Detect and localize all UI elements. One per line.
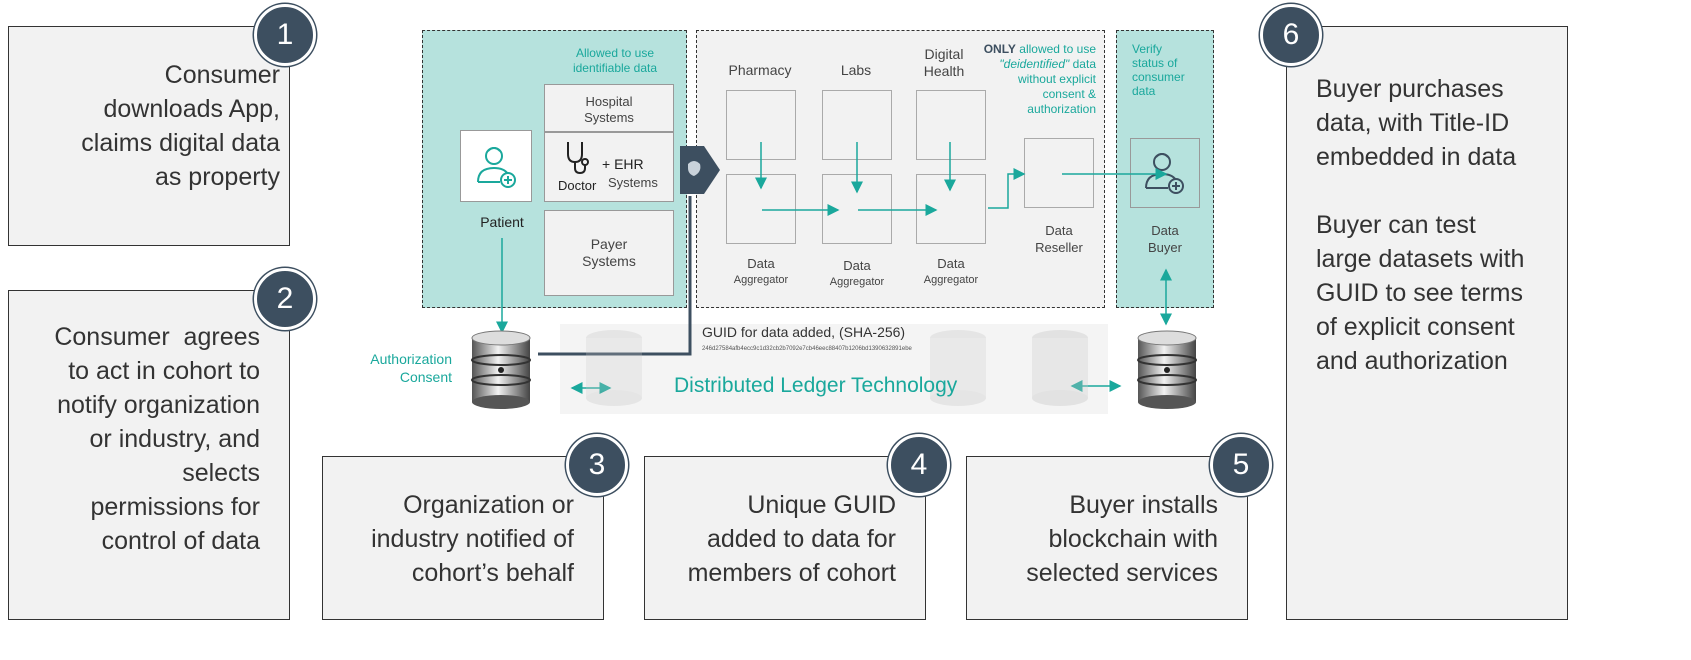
- stethoscope-icon: [567, 142, 589, 175]
- guid-title: GUID for data added, (SHA-256): [702, 324, 906, 340]
- hospital-systems-label: Hospital Systems: [584, 94, 634, 125]
- flow-chevron-icon: [680, 146, 720, 194]
- step-6-badge: 6: [1260, 4, 1322, 66]
- data-buyer-label: Data Buyer: [1148, 223, 1182, 255]
- step-4-badge: 4: [888, 434, 950, 496]
- ehr-systems-label: Systems: [608, 175, 658, 190]
- database-consumer-icon: [471, 330, 531, 409]
- aggregator-label-3: Data Aggregator: [923, 256, 979, 286]
- step-2-text: Consumer agrees to act in cohort to noti…: [54, 323, 260, 555]
- ledger-node-faint-1-icon: [586, 330, 642, 406]
- doctor-label: Doctor: [558, 178, 597, 193]
- step-5-text: Buyer installs blockchain with selected …: [1026, 491, 1218, 587]
- ledger-band: [560, 324, 1108, 414]
- ledger-node-faint-3-icon: [1032, 330, 1088, 406]
- step-4-text: Unique GUID added to data for members of…: [687, 491, 896, 587]
- step-2-box: [8, 290, 290, 620]
- aggregator-label-2: Data Aggregator: [829, 258, 885, 288]
- step-3-box: [322, 456, 604, 620]
- payer-systems-label: Payer Systems: [582, 236, 636, 269]
- ehr-plus-label: + EHR: [602, 156, 644, 172]
- buyer-icon: [1145, 153, 1184, 194]
- verify-label: Verify status of consumer data: [1132, 42, 1185, 98]
- digital-health-box: [916, 90, 986, 160]
- deidentified-zone: [696, 30, 1105, 308]
- step-6-text: Buyer purchases data, with Title-ID embe…: [1316, 75, 1525, 375]
- step-5-badge: 5: [1210, 434, 1272, 496]
- ehr-systems-box: [544, 132, 674, 202]
- aggregator-box-3: [916, 174, 986, 244]
- labs-label: Labs: [840, 62, 872, 78]
- aggregator-label-1: Data Aggregator: [733, 256, 789, 286]
- deidentified-rule-label: ONLY allowed to use "deidentified" data …: [983, 42, 1096, 116]
- hospital-systems-box: [544, 84, 674, 132]
- guid-hash: 246d27584afb4ecc9c1d32cb2b7092e7cb46eec8…: [702, 346, 912, 352]
- step-6-box: [1286, 26, 1568, 620]
- step-3-text: Organization or industry notified of coh…: [371, 491, 574, 587]
- step-3-badge: 3: [566, 434, 628, 496]
- digital-health-label: Digital Health: [923, 46, 965, 79]
- step-1-badge: 1: [254, 4, 316, 66]
- allowed-identifiable-label: Allowed to use identifiable data: [572, 46, 658, 75]
- patient-icon: [477, 147, 516, 188]
- patient-box: [460, 130, 532, 202]
- reseller-label: Data Reseller: [1035, 223, 1083, 255]
- patient-label: Patient: [480, 214, 524, 230]
- step-1-text: Consumer downloads App, claims digital d…: [81, 61, 280, 191]
- authorization-consent-label: Authorization Consent: [370, 351, 452, 385]
- step-4-box: [644, 456, 926, 620]
- ledger-node-faint-2-icon: [930, 330, 986, 406]
- payer-systems-box: [544, 210, 674, 296]
- step-2-badge: 2: [254, 268, 316, 330]
- step-5-box: [966, 456, 1248, 620]
- database-buyer-icon: [1137, 330, 1197, 409]
- step-1-box: [8, 26, 290, 246]
- data-buyer-box: [1130, 138, 1200, 208]
- dlt-title: Distributed Ledger Technology: [674, 374, 958, 397]
- pharmacy-label: Pharmacy: [728, 62, 792, 78]
